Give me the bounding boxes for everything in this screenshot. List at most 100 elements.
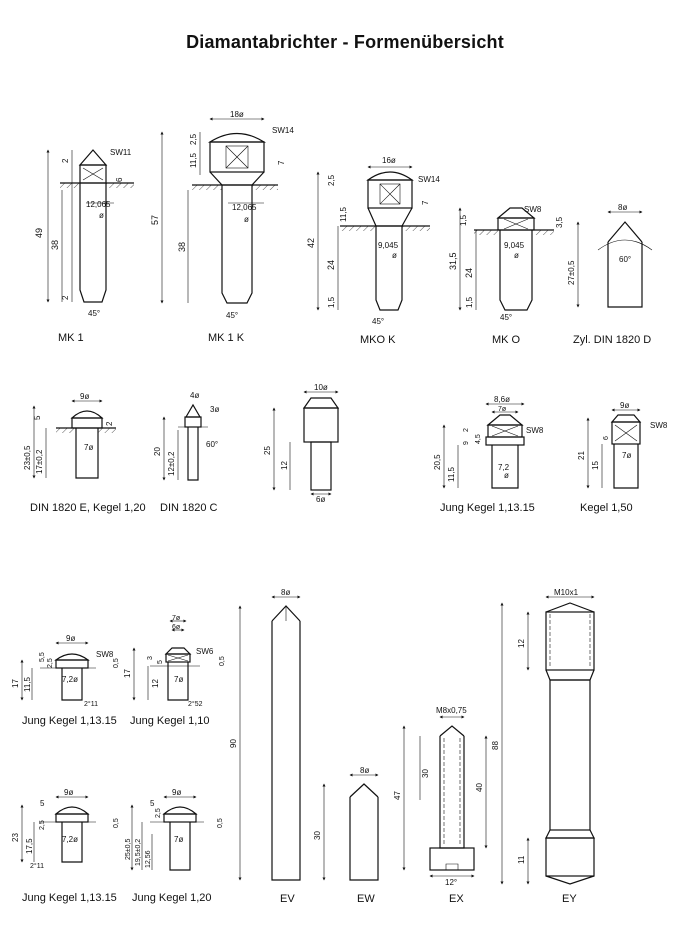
mk1k-a2: 2,5 — [189, 133, 198, 145]
jung11315b-d: 9ø — [66, 634, 75, 643]
jung120-b: 2,5 — [155, 808, 162, 818]
caption-ew: EW — [357, 893, 375, 905]
caption-ev: EV — [280, 893, 295, 905]
mk1-h2: 38 — [50, 240, 60, 250]
caption-din1820c: DIN 1820 C — [160, 502, 218, 514]
jung110-d1: 7ø — [174, 675, 183, 684]
kegel150-b: 6 — [603, 436, 610, 440]
jung11315c-h: 23 — [11, 833, 20, 842]
mko-h2: 24 — [464, 268, 474, 278]
caption-kegel150: Kegel 1,50 — [580, 502, 633, 514]
jung11315b-t: 2°11 — [84, 700, 98, 708]
zyl-d: 8ø — [618, 203, 627, 212]
jung11315a-c: 4,5 — [475, 434, 482, 444]
jung120-h2: 19,5±0,2 — [135, 839, 142, 866]
din1820e-a: 5 — [33, 415, 42, 420]
mk1-ang: 45° — [88, 309, 100, 318]
jung110-h2: 12 — [151, 679, 160, 688]
din1820c-h2: 12±0,2 — [167, 451, 176, 476]
mk1-phi: ø — [99, 211, 104, 220]
ex-h2: 30 — [421, 769, 430, 778]
jung120-a: 5 — [150, 799, 155, 808]
ex-h: 47 — [393, 791, 402, 800]
mk1k-h2: 38 — [177, 242, 187, 252]
din1820c-h: 20 — [153, 447, 162, 456]
jung110-c: 0,5 — [219, 656, 226, 666]
jung11315a-phi: ø — [504, 471, 509, 480]
din1820e-h: 23±0,5 — [23, 445, 32, 470]
jung11315c-h2: 17,5 — [25, 838, 34, 854]
mko-sw: SW8 — [524, 205, 542, 214]
caption-mk1: MK 1 — [58, 332, 84, 344]
din1820e-h2: 17±0,2 — [35, 449, 44, 474]
mk1-b: 2 — [61, 295, 70, 300]
mkok-a2: 11,5 — [339, 206, 348, 222]
drawing-jung120: 9ø 25±0,5 19,5±0,2 12,56 5 2,5 0,5 7ø — [125, 788, 224, 871]
jung110-b: 5 — [157, 660, 164, 664]
jung120-h: 25±0,5 — [125, 839, 132, 860]
din1820e-b: 2 — [105, 421, 114, 426]
cyl10-h2: 12 — [280, 461, 289, 470]
mk1k-a: 11,5 — [189, 152, 198, 168]
drawing-kegel150: 9ø SW8 21 15 6 7ø — [577, 401, 668, 489]
ew-h: 30 — [313, 831, 322, 840]
jung120-h3: 12,56 — [145, 850, 152, 868]
caption-zyl: Zyl. DIN 1820 D — [573, 334, 652, 346]
zyl-ang: 60° — [619, 255, 631, 264]
kegel150-h: 21 — [577, 451, 586, 460]
jung11315b-d1: 7,2ø — [62, 675, 78, 684]
caption-ey: EY — [562, 893, 577, 905]
jung11315a-d2: 7ø — [498, 406, 507, 413]
mk1k-phi: ø — [244, 215, 249, 224]
kegel150-d1: 7ø — [622, 451, 631, 460]
drawing-jung11315b: 9ø SW8 17 11,5 5,5 2,5 0,5 7,2ø 2°11 — [11, 634, 120, 708]
mk1k-d1: 12,065 — [232, 203, 257, 212]
jung11315b-h: 17 — [11, 679, 20, 688]
ey-d: M10x1 — [554, 588, 579, 597]
mko-h3: 1,5 — [465, 296, 474, 308]
caption-jung110: Jung Kegel 1,10 — [130, 715, 210, 727]
drawing-mk1k: 18ø SW14 57 38 11,5 2,5 7 12,065 ø 45° — [150, 110, 294, 320]
jung11315b-h2: 11,5 — [23, 676, 32, 692]
ex-h3: 40 — [475, 783, 484, 792]
mkok-sw: SW14 — [418, 175, 440, 184]
jung11315c-a: 5 — [40, 799, 45, 808]
mko-phi: ø — [514, 251, 519, 260]
mko-ang: 45° — [500, 313, 512, 322]
drawing-cyl10: 10ø 25 12 6ø — [263, 383, 340, 504]
din1820c-d1: 4ø — [190, 391, 199, 400]
mk1-t: 2 — [61, 158, 70, 163]
ex-d: M8x0,75 — [436, 706, 467, 715]
caption-ex: EX — [449, 893, 464, 905]
jung11315a-b: 9 — [463, 441, 470, 445]
drawing-mko: SW8 31,5 24 1,5 1,5 3,5 9,045 ø 45° — [448, 205, 564, 322]
mkok-h: 42 — [306, 238, 316, 248]
jung120-d1: 7ø — [174, 835, 183, 844]
jung110-t: 2°52 — [188, 700, 203, 708]
mk1k-ang: 45° — [226, 311, 238, 320]
drawing-jung11315a: 8,6ø 7ø SW8 20,5 11,5 2 9 4,5 7,2 ø — [433, 395, 544, 489]
ex-ang: 12° — [445, 878, 457, 887]
mk1k-sw: SW14 — [272, 126, 294, 135]
caption-din1820e: DIN 1820 E, Kegel 1,20 — [30, 502, 146, 514]
caption-jung11315c: Jung Kegel 1,13.15 — [22, 892, 117, 904]
drawing-mk1: 49 38 2 2 6 SW11 12,065 ø 45° — [34, 148, 134, 318]
caption-mkok: MKO K — [360, 334, 396, 346]
jung11315c-d: 9ø — [64, 788, 73, 797]
mk1k-d: 18ø — [230, 110, 244, 119]
jung11315c-t: 2°11 — [30, 862, 44, 870]
jung120-c: 0,5 — [217, 818, 224, 828]
drawing-mkok: 16ø SW14 42 24 1,5 2,5 11,5 7 9,045 ø 45… — [306, 156, 440, 326]
caption-jung11315a: Jung Kegel 1,13.15 — [440, 502, 535, 514]
drawing-jung11315c: 9ø 23 17,5 5 2,5 0,5 7,2ø 2°11 — [11, 788, 120, 870]
jung110-d: 7ø — [172, 615, 181, 622]
mkok-phi: ø — [392, 251, 397, 260]
mko-b: 3,5 — [555, 216, 564, 228]
caption-mko: MK O — [492, 334, 521, 346]
ey-h2: 12 — [517, 639, 526, 648]
ey-h: 88 — [491, 741, 500, 750]
drawing-din1820c: 4ø 3ø 60° 20 12±0,2 — [153, 391, 219, 481]
mkok-h2: 24 — [326, 260, 336, 270]
din1820c-ang: 60° — [206, 440, 218, 449]
